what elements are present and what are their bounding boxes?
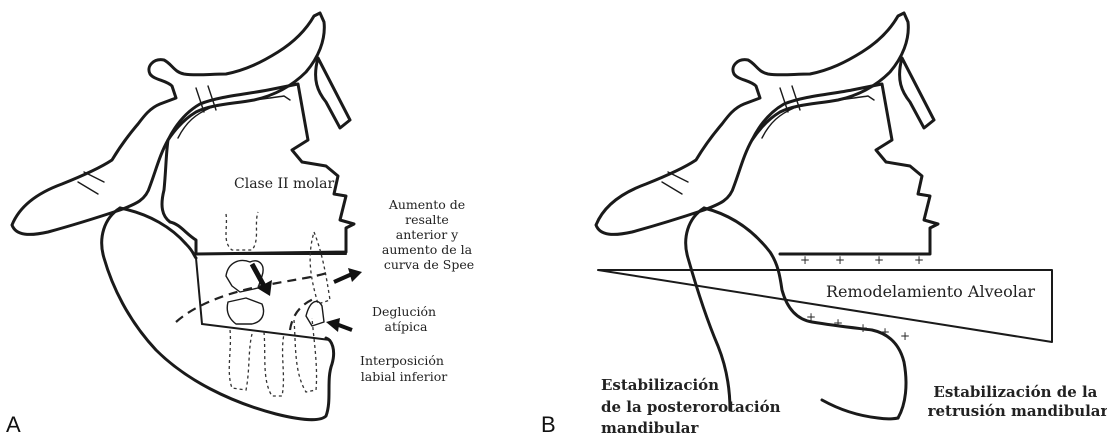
arrow-in-head-a [326,318,340,332]
lower-incisor-crown-a [306,301,324,326]
skull-outline-b [596,13,908,234]
label-retrusion: Estabilización de la retrusión mandibula… [928,383,1107,420]
occlusal-line-lower-a [202,324,330,340]
nasal-spike-b [900,58,934,128]
plus-upper-4: + [914,253,924,267]
panel-b: + + + + + + + + + Remodelamiento Alveola… [541,13,1107,437]
label-lip: Interposición labial inferior [360,353,448,384]
upper-molar-a [226,212,258,250]
plus-lower-3: + [858,321,868,335]
panel-letter-b: B [541,412,556,437]
mandible-a [102,208,334,420]
label-overjet: Aumento de resalte anterior y aumento de… [382,197,476,272]
label-swallow: Deglución atípica [372,304,440,334]
lower-molar-a [229,330,252,390]
plus-upper-3: + [874,253,884,267]
maxilla-a [162,84,354,254]
plus-upper-1: + [800,253,810,267]
ramus-b [704,208,906,418]
remodel-triangle-b [598,270,1052,342]
skull-outline-a [12,13,324,234]
plus-lower-5: + [900,329,910,343]
panel-a: Clase II molar Aumento de resalte anteri… [6,13,476,437]
nasal-spike-a [316,58,350,128]
arrow-out-head-a [348,268,362,282]
chin-b [822,400,898,419]
lower-incisor-a [294,318,317,392]
plus-lower-1: + [806,310,816,324]
arrow-out-a [334,274,352,282]
plus-lower-4: + [880,325,890,339]
label-remodel: Remodelamiento Alveolar [826,282,1035,301]
maxilla-b [752,84,938,254]
lower-molar-crown-a [227,298,263,324]
upper-incisor-a [310,232,330,304]
panel-letter-a: A [6,412,21,437]
ramus-a [120,208,196,258]
label-clase-ii-molar: Clase II molar [234,176,334,192]
lower-premolar-a [264,332,284,396]
symphysis-line-a [196,258,202,324]
label-post-rotation: Estabilización de la posterorotación man… [601,376,786,437]
plus-upper-2: + [835,253,845,267]
plus-lower-2: + [833,316,843,330]
